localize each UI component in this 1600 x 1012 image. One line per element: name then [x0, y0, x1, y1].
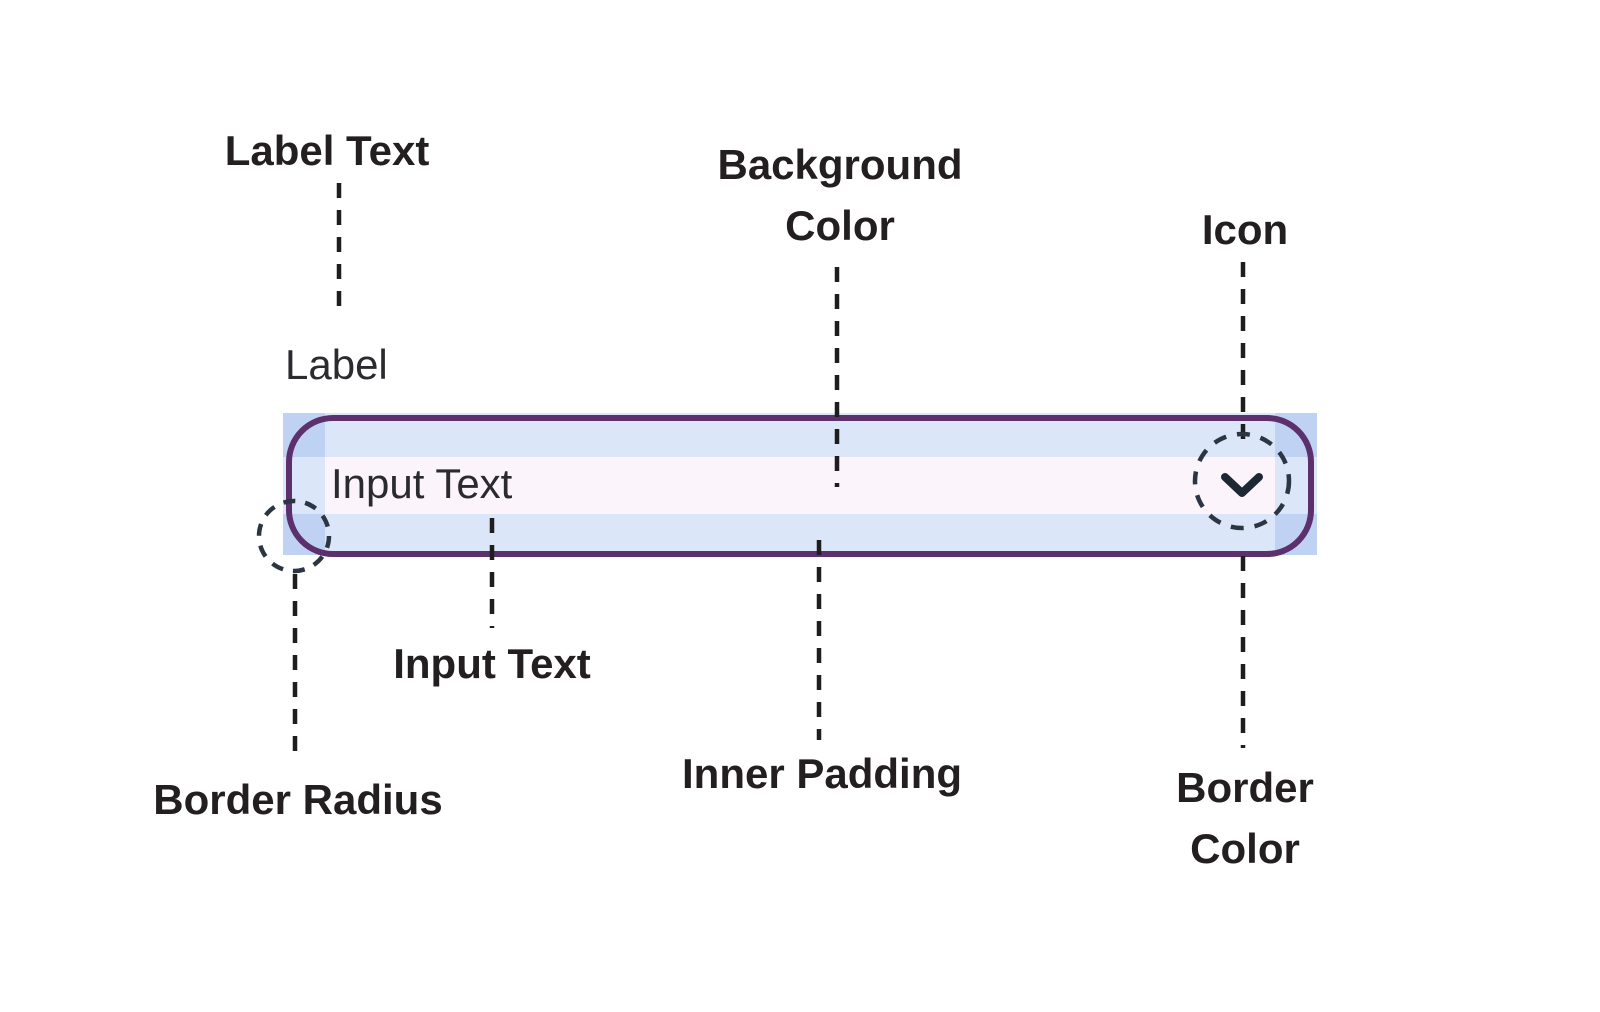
annotation-input-text: Input Text: [393, 640, 591, 687]
annotation-background-color: Background Color: [717, 141, 963, 249]
select-input-field[interactable]: Input Text: [283, 413, 1317, 557]
content-area-highlight: [325, 457, 1275, 514]
input-label: Label: [285, 341, 388, 388]
annotation-border-color: Border Color: [1176, 764, 1314, 872]
annotation-label-text: Label Text: [224, 127, 430, 174]
annotation-icon: Icon: [1201, 206, 1289, 253]
annotation-inner-padding: Inner Padding: [681, 750, 963, 797]
input-border[interactable]: [286, 415, 1314, 557]
padding-highlight-bottom: [283, 514, 1317, 555]
input-text[interactable]: Input Text: [331, 460, 513, 507]
annotation-border-radius: Border Radius: [153, 776, 443, 823]
